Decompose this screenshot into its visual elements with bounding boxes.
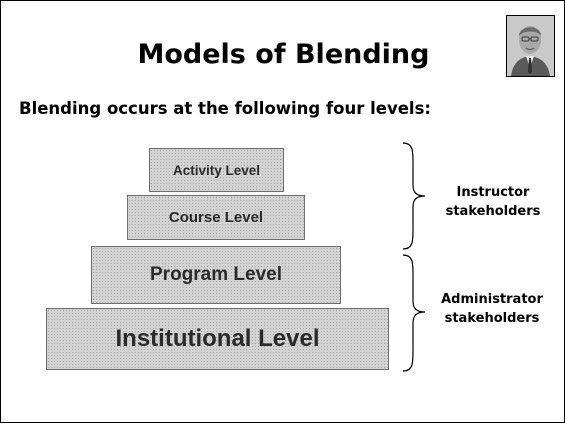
brace-administrator: [402, 254, 426, 372]
group-label-line: stakeholders: [445, 204, 541, 219]
slide-subtitle: Blending occurs at the following four le…: [19, 99, 431, 118]
group-label-line: stakeholders: [444, 311, 540, 326]
group-label-line: Administrator: [441, 292, 543, 307]
pyramid-level-program: Program Level: [91, 246, 341, 304]
presenter-portrait-image: [507, 16, 554, 76]
slide-title: Models of Blending: [137, 39, 430, 70]
group-label-administrator: Administrator stakeholders: [422, 290, 562, 328]
pyramid-level-institutional: Institutional Level: [46, 308, 389, 370]
pyramid-level-activity: Activity Level: [149, 148, 284, 192]
pyramid-level-course: Course Level: [127, 195, 305, 240]
group-label-instructor: Instructor stakeholders: [428, 183, 558, 221]
group-label-line: Instructor: [456, 185, 530, 200]
brace-instructor: [402, 142, 426, 250]
pyramid-level-label: Institutional Level: [115, 325, 320, 352]
pyramid-level-label: Course Level: [168, 209, 264, 226]
presenter-photo: [506, 15, 555, 77]
pyramid-level-label: Program Level: [150, 264, 282, 285]
pyramid-level-label: Activity Level: [172, 162, 261, 178]
